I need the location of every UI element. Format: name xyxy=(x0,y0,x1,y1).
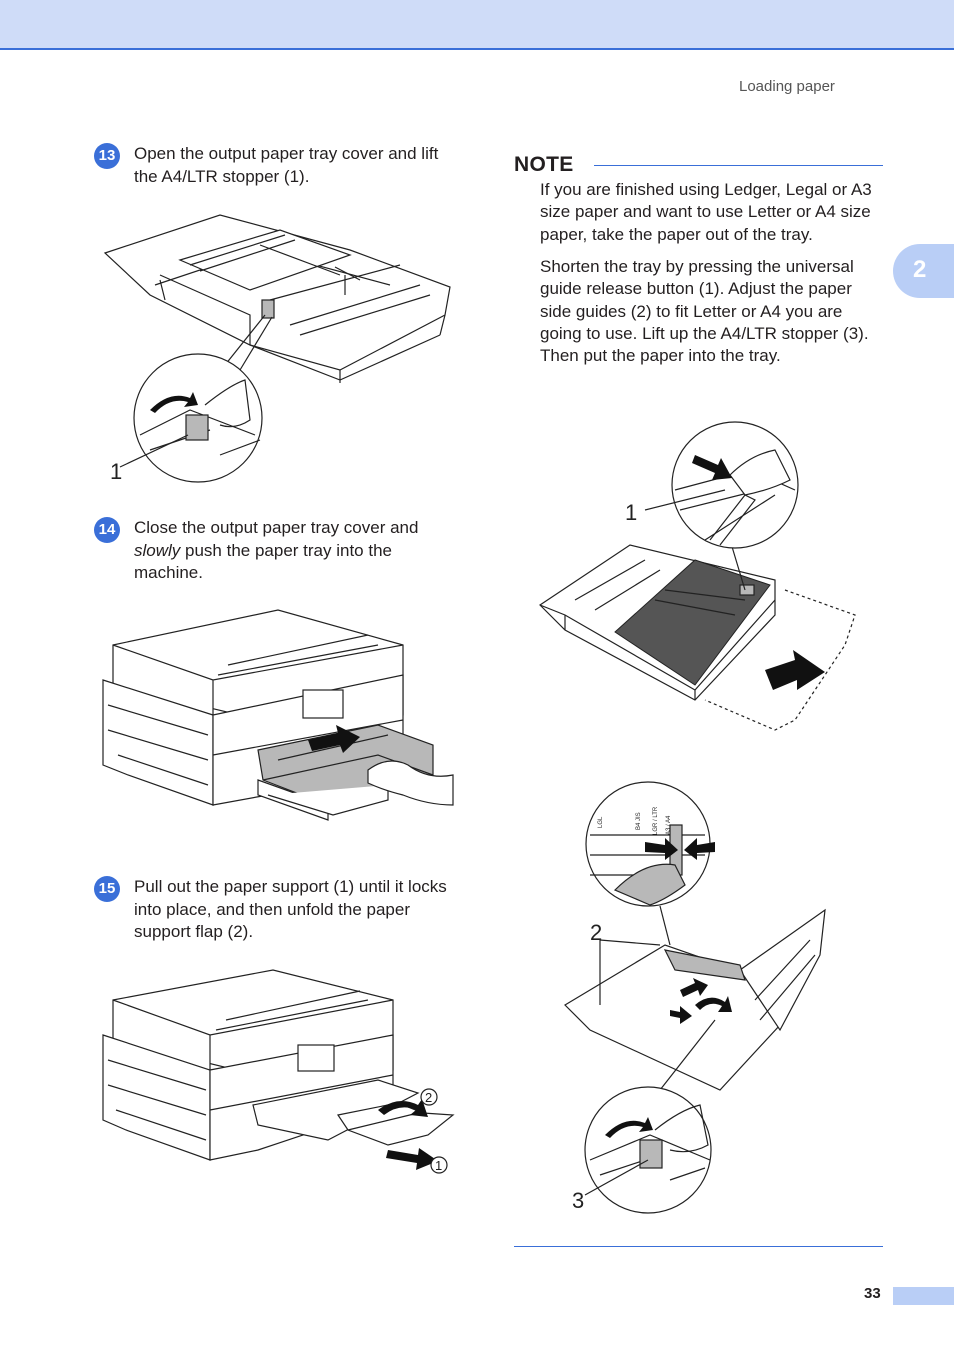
note-title: NOTE xyxy=(514,153,574,176)
chapter-number: 2 xyxy=(913,256,927,283)
printer-paper-support-illustration: 2 1 xyxy=(102,969,455,1174)
step-instruction: Pull out the paper support (1) until it … xyxy=(134,877,447,941)
tray-guide-release-illustration: 1 xyxy=(539,421,856,731)
step-number-badge: 14 xyxy=(94,517,120,543)
page-number: 33 xyxy=(864,1285,881,1302)
callout-3: 3 xyxy=(572,1188,584,1213)
step-number-badge: 13 xyxy=(94,143,120,169)
top-header-bar xyxy=(0,0,954,50)
scale-label-a3: A3 / A4 xyxy=(666,815,672,835)
tray-side-guides-illustration: LGL B4 JIS LGR / LTR A3 / A4 2 3 xyxy=(564,781,826,1214)
scale-label-b4: B4 JIS xyxy=(636,812,642,830)
callout-1: 1 xyxy=(110,459,122,484)
printer-push-tray-illustration xyxy=(102,609,454,821)
callout-1: 1 xyxy=(435,1158,442,1173)
scale-label-lgr: LGR / LTR xyxy=(653,806,659,835)
note-divider xyxy=(594,165,883,166)
scale-label-lgl: LGL xyxy=(598,816,604,828)
note-paragraph-2: Shorten the tray by pressing the univers… xyxy=(540,257,869,366)
note-end-divider xyxy=(514,1246,883,1247)
tray-stopper-illustration: 1 xyxy=(103,214,451,484)
section-title: Loading paper xyxy=(739,78,835,95)
step-instruction: Open the output paper tray cover and lif… xyxy=(134,144,439,186)
note-paragraph-1: If you are finished using Ledger, Legal … xyxy=(540,180,872,244)
step-instruction: Close the output paper tray cover and sl… xyxy=(134,518,419,582)
callout-2: 2 xyxy=(590,920,602,945)
callout-2: 2 xyxy=(425,1090,432,1105)
step-number-badge: 15 xyxy=(94,876,120,902)
callout-1: 1 xyxy=(625,500,637,525)
emphasis-word: slowly xyxy=(134,540,181,560)
page-tab xyxy=(893,1287,954,1305)
chapter-tab[interactable]: 2 xyxy=(893,244,954,298)
